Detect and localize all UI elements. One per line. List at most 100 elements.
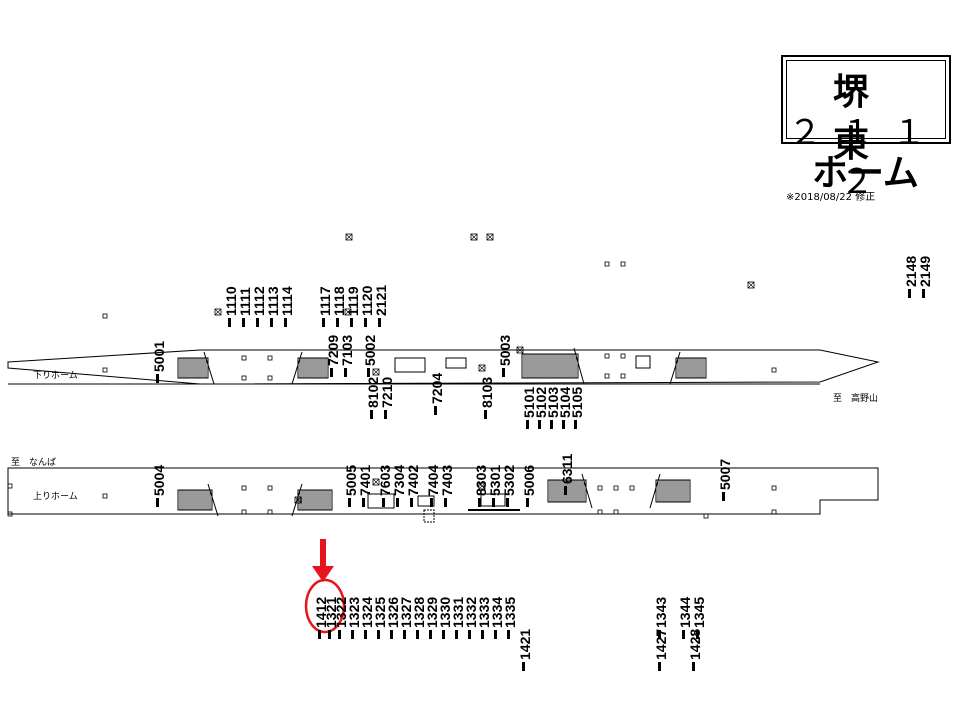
label-bottom-1323-tick xyxy=(351,630,354,639)
small-marker-24 xyxy=(771,485,777,491)
label-bottom-extra-1345: 1345 xyxy=(691,596,707,628)
label-down-low-8102-tick xyxy=(370,410,373,419)
small-marker-27 xyxy=(7,511,13,517)
highlight-circle xyxy=(304,578,346,634)
label-up-7603-tick xyxy=(382,498,385,507)
x-box-cross-7 xyxy=(516,346,524,354)
up-stairs-3-treads xyxy=(549,480,585,502)
station-name: 堺 東 xyxy=(832,72,899,165)
x-box-0 xyxy=(345,233,353,241)
label-down-5001-tick xyxy=(156,374,159,383)
label-down-5001: 5001 xyxy=(151,340,167,372)
label-down-low-5101-tick xyxy=(526,420,529,429)
x-box-cross-2 xyxy=(486,233,494,241)
down-stairs-3-rail xyxy=(669,351,681,385)
direction-namba: 至 なんば xyxy=(11,458,57,468)
down-stairs-1-treads xyxy=(179,358,207,378)
x-box-9 xyxy=(478,482,486,490)
label-bottom-extra-1345-tick xyxy=(696,630,699,639)
label-up-7402: 7402 xyxy=(405,464,421,496)
small-marker-5 xyxy=(267,375,273,381)
down-kiosk xyxy=(394,357,426,373)
label-bottom-1326-tick xyxy=(390,630,393,639)
up-stairs-2 xyxy=(297,489,333,511)
label-up-8303-tick xyxy=(478,498,481,507)
label-bottom-1329-tick xyxy=(429,630,432,639)
label-up-5302-tick xyxy=(506,498,509,507)
small-marker-8 xyxy=(604,353,610,359)
label-up-7401: 7401 xyxy=(357,464,373,496)
x-box-cross-0 xyxy=(345,233,353,241)
down-stairs-1-rail xyxy=(203,351,215,385)
label-down-low-5102-tick xyxy=(538,420,541,429)
label-up-7403-tick xyxy=(444,498,447,507)
label-bottom-1332-tick xyxy=(468,630,471,639)
down-escalator-rail xyxy=(573,347,585,385)
label-top-1113-tick xyxy=(270,318,273,327)
label-down-low-5105-tick xyxy=(574,420,577,429)
label-bottom-extra-1343: 1343 xyxy=(653,596,669,628)
x-box-10 xyxy=(372,478,380,486)
up-stairs-3 xyxy=(547,479,587,503)
up-stairs-1-treads xyxy=(179,490,211,510)
label-bottom-extra-1344-tick xyxy=(682,630,685,639)
small-marker-19 xyxy=(613,485,619,491)
x-box-1 xyxy=(470,233,478,241)
x-box-cross-10 xyxy=(372,478,380,486)
label-bottom-1333-tick xyxy=(481,630,484,639)
label-bottom-1412-tick xyxy=(318,630,321,639)
label-up-7402-tick xyxy=(410,498,413,507)
small-marker-11 xyxy=(620,373,626,379)
label-down-low-8103: 8103 xyxy=(479,376,495,408)
small-marker-7 xyxy=(620,261,626,267)
label-up-6311-tick xyxy=(564,486,567,495)
label-up-7304: 7304 xyxy=(391,464,407,496)
small-marker-0 xyxy=(102,313,108,319)
label-down-7209-tick xyxy=(330,368,333,377)
small-marker-22 xyxy=(629,485,635,491)
label-down-low-5105: 5105 xyxy=(569,386,585,418)
label-bottom-1321-tick xyxy=(328,630,331,639)
label-top2-2121: 2121 xyxy=(373,284,389,316)
small-marker-25 xyxy=(771,509,777,515)
label-up-7401-tick xyxy=(362,498,365,507)
label-bottom-1327-tick xyxy=(403,630,406,639)
x-box-cross-11 xyxy=(294,496,302,504)
down-platform-label: 下りホーム xyxy=(33,371,78,381)
up-stairs-4 xyxy=(655,479,691,503)
label-down-5002-tick xyxy=(367,368,370,377)
label-top-1114-tick xyxy=(284,318,287,327)
label-down-low-7204: 7204 xyxy=(429,372,445,404)
label-top2-2121-tick xyxy=(378,318,381,327)
down-stairs-2-treads xyxy=(299,358,327,378)
up-stairs-1-rail xyxy=(207,483,219,517)
label-down-7209: 7209 xyxy=(325,334,341,366)
up-box xyxy=(417,495,435,507)
label-right-2148: 2148 xyxy=(903,255,919,287)
small-marker-18 xyxy=(597,485,603,491)
label-up-7404-tick xyxy=(430,498,433,507)
small-marker-16 xyxy=(267,485,273,491)
label-up-5302: 5302 xyxy=(501,464,517,496)
label-up-7304-tick xyxy=(396,498,399,507)
label-bottom-1324-tick xyxy=(364,630,367,639)
small-marker-2 xyxy=(241,355,247,361)
label-top2-1119-tick xyxy=(350,318,353,327)
label-top-1111-tick xyxy=(242,318,245,327)
small-marker-20 xyxy=(597,509,603,515)
down-booth xyxy=(635,355,651,369)
label-top2-1117: 1117 xyxy=(317,286,333,316)
x-box-4 xyxy=(344,308,352,316)
x-box-2 xyxy=(486,233,494,241)
up-stairs-1 xyxy=(177,489,213,511)
label-up-5006: 5006 xyxy=(521,464,537,496)
x-box-cross-8 xyxy=(478,364,486,372)
label-down-low-7204-tick xyxy=(434,406,437,415)
x-box-8 xyxy=(478,364,486,372)
label-bottom-extra-1421-tick xyxy=(522,662,525,671)
label-down-5003-tick xyxy=(502,368,505,377)
title-inner-frame: 堺 東 ２１１２ xyxy=(786,60,946,202)
x-box-cross-4 xyxy=(344,308,352,316)
down-stairs-2-rail xyxy=(291,351,303,385)
x-box-5 xyxy=(747,281,755,289)
